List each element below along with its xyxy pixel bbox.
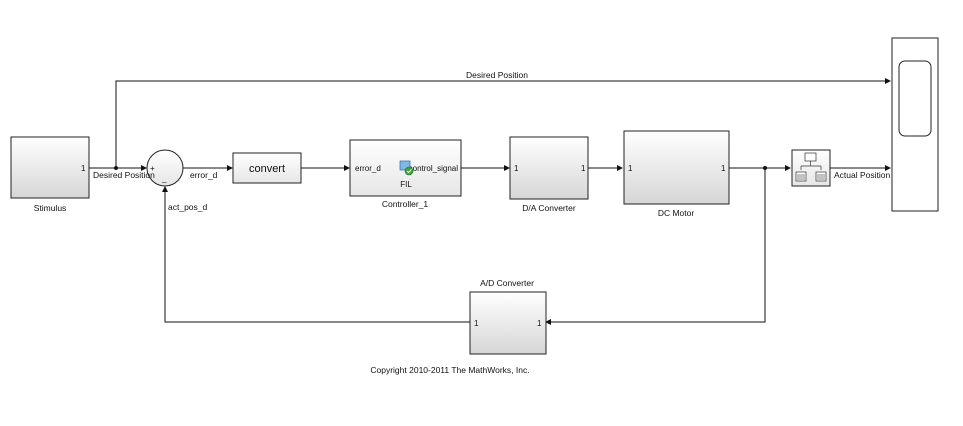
arrow-into-scope-top: [885, 78, 891, 84]
ad-in-port: 1: [537, 319, 542, 328]
sum-block[interactable]: + _: [146, 149, 184, 187]
wire-feedback-to-ad[interactable]: [546, 168, 766, 323]
unit-conversion-icon: [795, 152, 827, 182]
wire-desired-position-top[interactable]: [115, 80, 890, 168]
stimulus-block[interactable]: 1: [10, 136, 90, 199]
stimulus-label: Stimulus: [34, 203, 67, 213]
unit-conversion-block[interactable]: [791, 149, 831, 187]
da-converter-label: D/A Converter: [522, 203, 576, 213]
da-converter-block[interactable]: 1 1: [509, 136, 589, 200]
copyright-text: Copyright 2010-2011 The MathWorks, Inc.: [370, 365, 529, 375]
ad-converter-label: A/D Converter: [480, 278, 534, 288]
arrow-into-unit-block: [785, 165, 791, 171]
arrow-into-controller: [344, 165, 350, 171]
motor-out-port: 1: [721, 164, 726, 173]
controller-block[interactable]: error_d control_signal FIL: [349, 139, 462, 197]
convert-block[interactable]: convert: [232, 152, 302, 184]
dc-motor-block[interactable]: 1 1: [623, 130, 730, 205]
arrow-into-sum: [141, 165, 147, 171]
arrow-into-motor: [617, 165, 623, 171]
stimulus-out-port: 1: [81, 164, 86, 173]
ad-converter-block[interactable]: 1 1: [469, 291, 547, 355]
convert-label: convert: [249, 163, 285, 175]
wire-ad-to-sum[interactable]: [164, 188, 470, 323]
motor-in-port: 1: [628, 164, 633, 173]
arrow-into-convert: [227, 165, 233, 171]
dc-motor-label: DC Motor: [658, 208, 695, 218]
controller-label: Controller_1: [382, 199, 429, 209]
arrow-into-sum-minus: [162, 186, 168, 192]
da-in-port: 1: [514, 164, 519, 173]
scope-block[interactable]: [891, 37, 939, 212]
arrow-into-ad: [545, 319, 551, 325]
scope-screen-icon: [898, 60, 932, 137]
fpga-board-icon: [399, 160, 414, 176]
signal-actual-position: Actual Position: [834, 170, 890, 180]
signal-act-pos: act_pos_d: [168, 202, 207, 212]
signal-desired-position: Desired Position: [93, 170, 155, 180]
arrow-into-da: [504, 165, 510, 171]
ad-out-port: 1: [474, 319, 479, 328]
sum-minus-sign: _: [161, 174, 167, 183]
sum-plus-sign: +: [150, 164, 155, 173]
controller-fil-tag: FIL: [400, 180, 412, 189]
arrow-into-scope-bottom: [885, 165, 891, 171]
signal-error: error_d: [190, 170, 218, 180]
controller-in-port: error_d: [355, 164, 381, 173]
signal-desired-position-top: Desired Position: [466, 70, 528, 80]
controller-out-port: control_signal: [409, 164, 459, 173]
da-out-port: 1: [581, 164, 586, 173]
